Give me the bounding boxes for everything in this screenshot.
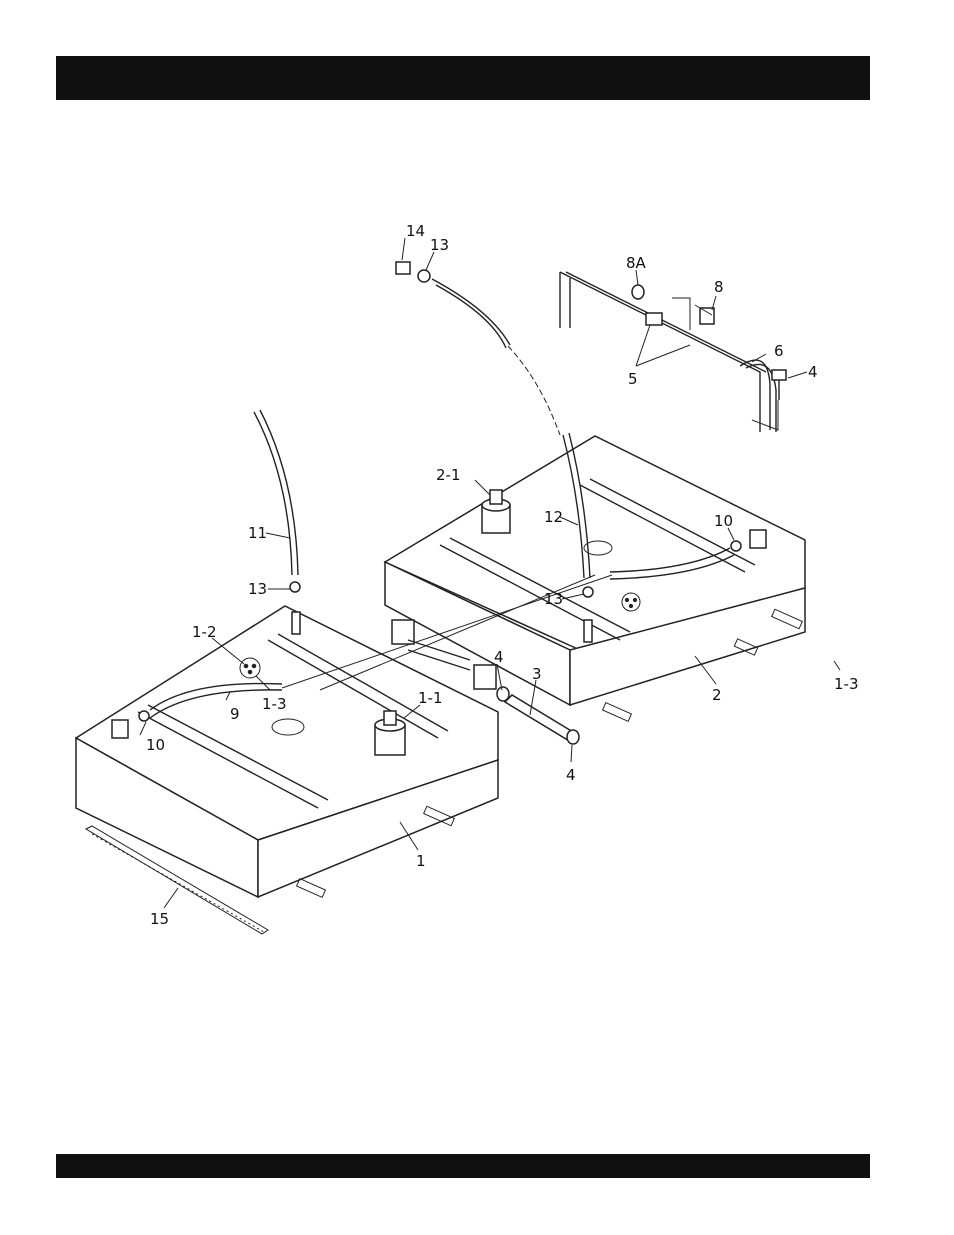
- callout-1-2: 1-2: [192, 623, 217, 641]
- callout-1-1: 1-1: [418, 689, 443, 707]
- callout-10-left: 10: [146, 736, 165, 754]
- callout-10-right: 10: [714, 512, 733, 530]
- callout-4-upper: 4: [494, 648, 504, 666]
- breather-hose-11: [254, 410, 298, 575]
- callout-13-top: 13: [430, 236, 449, 254]
- callout-12: 12: [544, 508, 563, 526]
- vent-hose-top: [432, 279, 560, 435]
- callout-3: 3: [532, 665, 542, 683]
- callout-13-left: 13: [248, 580, 267, 598]
- callout-4-lower: 4: [566, 766, 576, 784]
- callout-8a: 8A: [626, 254, 647, 272]
- callout-1-3: 1-3: [262, 695, 287, 713]
- callout-8: 8: [714, 278, 724, 296]
- callout-1-3-side: 1-3: [834, 675, 859, 693]
- callout-2-1: 2-1: [436, 466, 461, 484]
- callout-2: 2: [712, 686, 722, 704]
- callout-1: 1: [416, 852, 426, 870]
- callout-5: 5: [628, 370, 638, 388]
- callout-6: 6: [774, 342, 784, 360]
- callout-14: 14: [406, 222, 425, 240]
- callout-15: 15: [150, 910, 169, 928]
- callout-13-mid: 13: [544, 590, 563, 608]
- callout-9: 9: [230, 705, 240, 723]
- footer-bar: [56, 1154, 870, 1178]
- callout-11: 11: [248, 524, 267, 542]
- callout-4-bracket: 4: [808, 363, 818, 381]
